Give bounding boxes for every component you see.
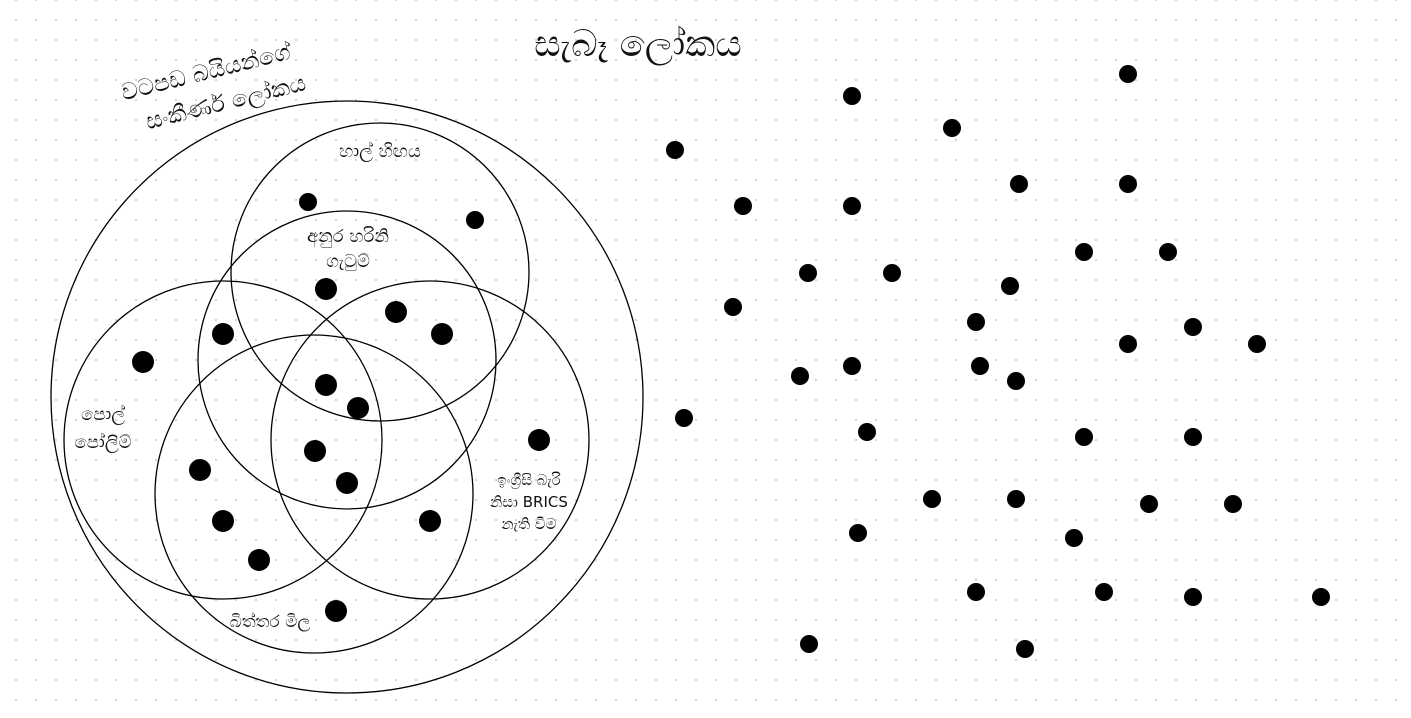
circle-anura-harini (197, 210, 497, 510)
world-dot (843, 357, 861, 375)
venn-dot (315, 278, 337, 300)
world-dot (1001, 277, 1019, 295)
venn-dot (315, 374, 337, 396)
circle-biththara-mila (154, 334, 474, 654)
world-dot (858, 423, 876, 441)
diagram-title: සැබෑ ලෝකය (534, 22, 742, 66)
venn-dot (189, 459, 211, 481)
label-brics-line-1: ඉංග්‍රීසි බැරි (497, 471, 560, 490)
outer-world-circle (50, 100, 644, 694)
world-dot (666, 141, 684, 159)
world-dot (883, 264, 901, 282)
world-dot (1075, 243, 1093, 261)
venn-dot (336, 472, 358, 494)
world-dot (1119, 335, 1137, 353)
circle-pol-polimi (63, 280, 383, 600)
real-world-dots (666, 65, 1330, 658)
world-dot (734, 197, 752, 215)
world-dot (923, 490, 941, 508)
label-biththara-mila: බිත්තර මිල (230, 612, 311, 632)
circle-brics (270, 280, 590, 600)
world-dot (1184, 318, 1202, 336)
world-dot (1119, 175, 1137, 193)
world-dot (967, 313, 985, 331)
world-dot (943, 119, 961, 137)
venn-dot (325, 600, 347, 622)
venn-dot (528, 429, 550, 451)
world-dot (967, 583, 985, 601)
world-dot (1248, 335, 1266, 353)
label-brics-line-2: නිසා BRICS (490, 493, 568, 511)
world-dot (1119, 65, 1137, 83)
world-dot (1007, 490, 1025, 508)
label-hal-higaya: හාල් හිඟය (339, 141, 421, 162)
world-dot (971, 357, 989, 375)
world-dot (849, 524, 867, 542)
venn-dot (299, 193, 317, 211)
world-dot (1095, 583, 1113, 601)
venn-dot (466, 211, 484, 229)
venn-dot (419, 510, 441, 532)
world-dot (1065, 529, 1083, 547)
world-dot (1159, 243, 1177, 261)
world-dot (1010, 175, 1028, 193)
label-pol-polimi-line-2: පෝලිම් (74, 432, 131, 453)
venn-dot (212, 323, 234, 345)
venn-dot (347, 397, 369, 419)
label-pol-polimi-line-1: පොල් (81, 404, 125, 425)
world-dot (724, 298, 742, 316)
world-dot (791, 367, 809, 385)
venn-dot (248, 549, 270, 571)
world-dot (1140, 495, 1158, 513)
world-dot (843, 197, 861, 215)
venn-dot (431, 323, 453, 345)
label-anura-harini-line-2: ගැටුම් (326, 251, 370, 272)
circle-hal-higaya (230, 122, 530, 422)
venn-dot (132, 351, 154, 373)
world-dot (1016, 640, 1034, 658)
world-dot (1007, 372, 1025, 390)
world-dot (1184, 588, 1202, 606)
world-dot (1184, 428, 1202, 446)
venn-dot (385, 301, 407, 323)
world-dot (1075, 428, 1093, 446)
venn-dot (304, 440, 326, 462)
world-dot (799, 264, 817, 282)
world-dot (1312, 588, 1330, 606)
label-anura-harini-line-1: අනුර හරිනි (307, 226, 389, 248)
label-brics-line-3: නැති වීම (502, 515, 557, 533)
outer-world-label: වටපඩ බයියන්ගේ සංකීර්ණ ලෝකය (119, 39, 309, 136)
world-dot (1224, 495, 1242, 513)
world-dot (843, 87, 861, 105)
world-dot (675, 409, 693, 427)
venn-dot (212, 510, 234, 532)
venn-dots (132, 193, 550, 622)
world-dot (800, 635, 818, 653)
